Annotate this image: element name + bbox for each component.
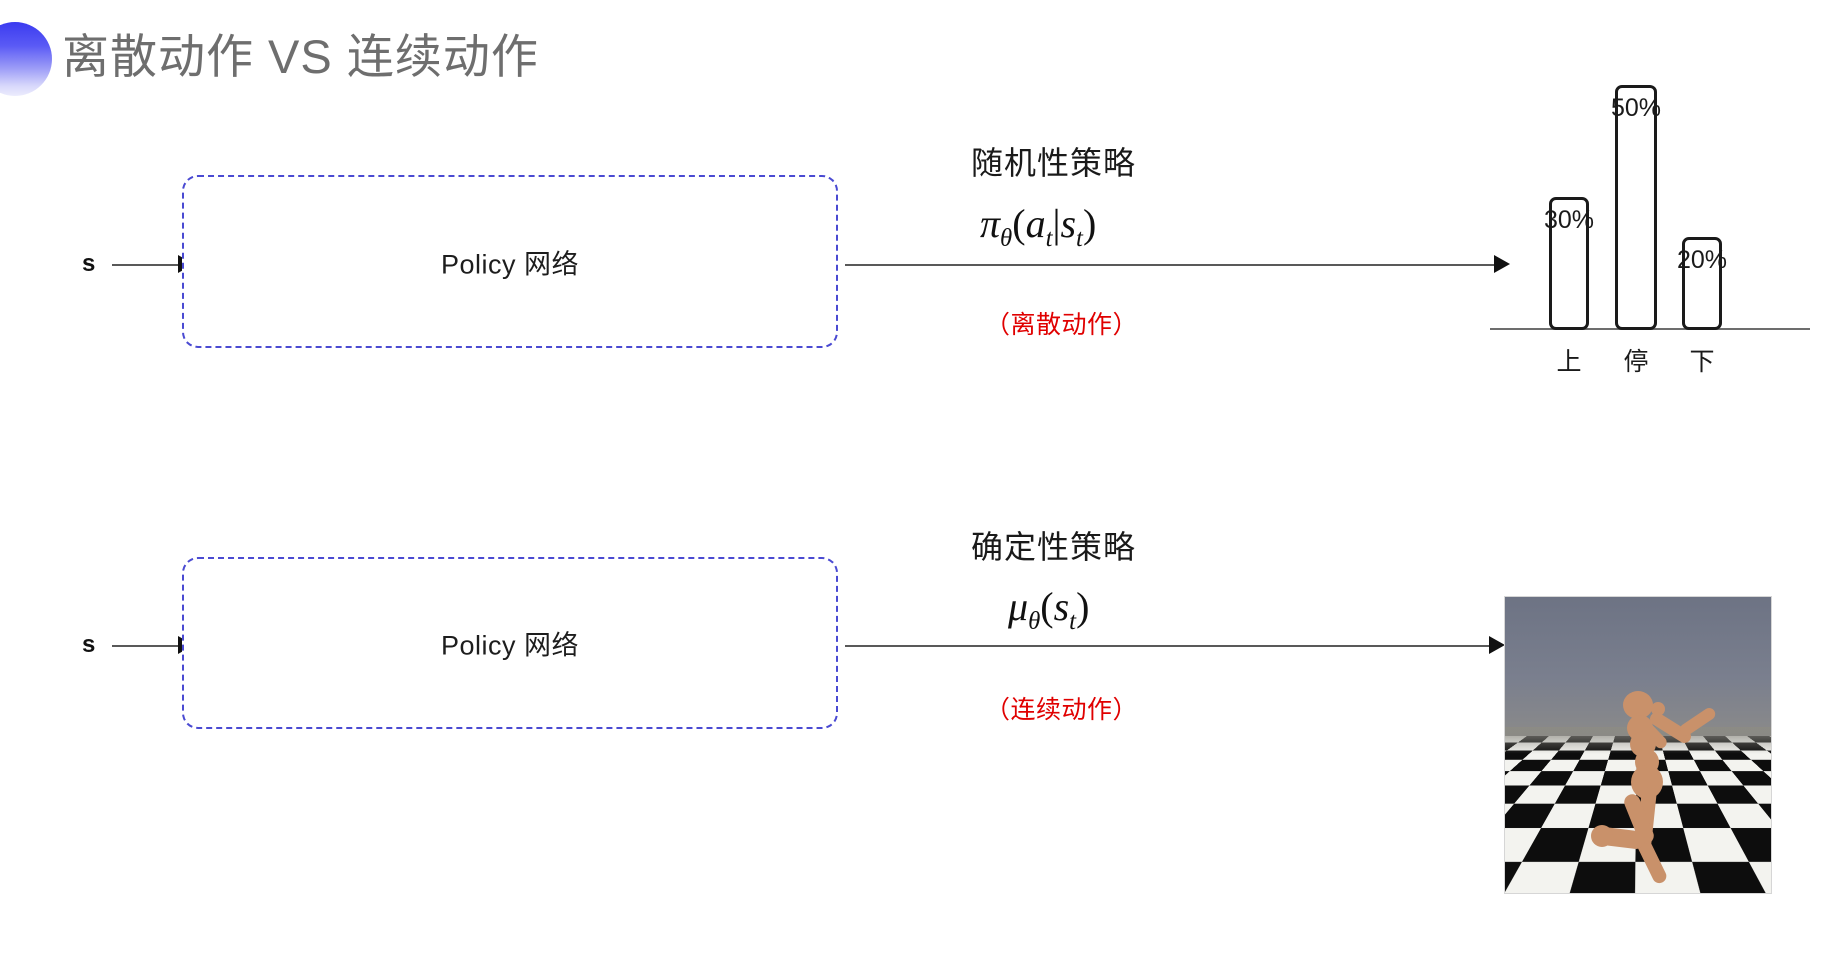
state-label-discrete: s xyxy=(82,250,96,277)
formula-cond-discrete: s xyxy=(1060,201,1077,246)
policy-kind-continuous: 确定性策略 xyxy=(971,529,1137,565)
slide-bottom-edge xyxy=(0,963,1846,966)
bar-category-down: 下 xyxy=(1689,348,1715,376)
policy-box-label-continuous: Policy 网络 xyxy=(440,630,580,661)
formula-fn-continuous: μ xyxy=(1008,584,1029,629)
title-accent-dot xyxy=(0,22,52,96)
formula-cond-sub-discrete: t xyxy=(1076,225,1083,252)
formula-open-continuous: ( xyxy=(1040,584,1054,629)
state-label-continuous: s xyxy=(82,631,96,658)
bar-down xyxy=(1682,237,1722,330)
policy-formula-discrete: πθ(at|st) xyxy=(980,200,1096,253)
humanoid-head xyxy=(1623,691,1653,719)
formula-param-discrete: θ xyxy=(1000,225,1013,252)
policy-kind-discrete: 随机性策略 xyxy=(971,145,1137,181)
output-arrow-head-continuous xyxy=(1489,636,1505,654)
action-note-continuous: （连续动作） xyxy=(985,696,1139,724)
bar-category-up: 上 xyxy=(1556,348,1582,376)
formula-arg-continuous: s xyxy=(1053,584,1070,629)
bar-stop xyxy=(1615,85,1657,330)
policy-box-continuous[interactable]: Policy 网络 xyxy=(182,557,838,729)
formula-arg-discrete: a xyxy=(1025,201,1046,246)
action-note-discrete: （离散动作） xyxy=(985,311,1139,339)
bar-value-stop: 50% xyxy=(1610,94,1662,122)
bar-category-stop: 停 xyxy=(1623,348,1649,376)
state-arrow-line-discrete xyxy=(112,264,184,266)
output-arrow-line-discrete xyxy=(845,264,1500,266)
output-arrow-head-discrete xyxy=(1494,255,1510,273)
page-title: 离散动作 VS 连续动作 xyxy=(62,30,539,83)
policy-box-discrete[interactable]: Policy 网络 xyxy=(182,175,838,348)
discrete-action-bar-chart: 30% 上 50% 停 20% 下 xyxy=(1490,85,1830,420)
policy-box-label-discrete: Policy 网络 xyxy=(440,249,580,279)
bar-value-down: 20% xyxy=(1676,246,1728,274)
bar-up xyxy=(1549,197,1589,330)
formula-arg-sub-continuous: t xyxy=(1069,608,1077,635)
formula-bar-discrete: | xyxy=(1052,201,1061,246)
bar-value-up: 30% xyxy=(1543,206,1595,234)
formula-open-discrete: ( xyxy=(1012,201,1026,246)
formula-fn-discrete: π xyxy=(980,201,1001,246)
humanoid-simulation-image xyxy=(1504,596,1772,894)
output-arrow-line-continuous xyxy=(845,645,1495,647)
policy-formula-continuous: μθ(st) xyxy=(1008,583,1089,636)
formula-param-continuous: θ xyxy=(1028,608,1041,635)
formula-close-continuous: ) xyxy=(1076,584,1090,629)
formula-close-discrete: ) xyxy=(1082,201,1097,246)
humanoid-right-knee xyxy=(1591,825,1613,847)
formula-arg-sub-discrete: t xyxy=(1045,225,1053,252)
state-arrow-line-continuous xyxy=(112,645,184,647)
